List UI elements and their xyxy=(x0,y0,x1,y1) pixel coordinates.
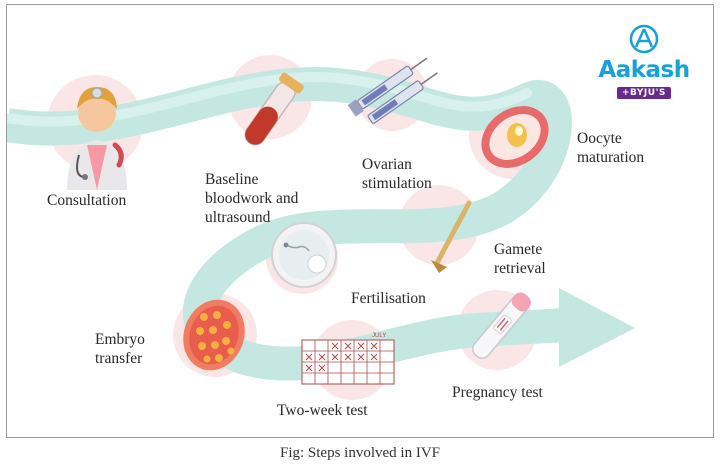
oocyte-icon xyxy=(481,106,549,168)
petri-dish-icon xyxy=(271,222,337,288)
process-ribbon xyxy=(7,67,572,381)
step-label-ovarian: Ovarian stimulation xyxy=(362,156,432,192)
logo-subtext: +BYJU'S xyxy=(617,87,671,99)
ivf-steps-illustration: JULY xyxy=(7,55,635,400)
aakash-byjus-logo: Aakash +BYJU'S xyxy=(589,23,699,107)
figure-caption: Fig: Steps involved in IVF xyxy=(279,445,440,461)
logo-emblem-icon xyxy=(629,24,659,54)
process-arrowhead xyxy=(559,288,635,367)
syringe-icon xyxy=(347,57,438,124)
calendar-month: JULY xyxy=(372,333,386,339)
step-label-baseline: Baseline bloodwork and ultrasound xyxy=(205,171,299,226)
step-label-fertilisation: Fertilisation xyxy=(351,290,426,307)
calendar-icon: JULY xyxy=(301,333,395,385)
diagram-frame: JULY Aakash +BYJU'S Consu xyxy=(6,4,714,438)
blood-test-tube-icon xyxy=(244,72,304,146)
step-label-pregnancy: Pregnancy test xyxy=(452,384,543,401)
step-label-embryo: Embryo transfer xyxy=(95,331,145,367)
logo-wordmark: Aakash xyxy=(598,57,690,83)
step-label-oocyte: Oocyte maturation xyxy=(577,130,645,166)
doctor-icon xyxy=(67,87,127,190)
step-label-twoweek: Two-week test xyxy=(277,402,368,419)
pipette-icon xyxy=(431,200,472,273)
pregnancy-test-icon xyxy=(471,292,531,359)
calendar-cross-marks xyxy=(305,342,378,372)
step-label-gamete: Gamete retrieval xyxy=(494,241,546,277)
step-label-consultation: Consultation xyxy=(47,192,127,209)
embryo-icon xyxy=(183,299,245,371)
